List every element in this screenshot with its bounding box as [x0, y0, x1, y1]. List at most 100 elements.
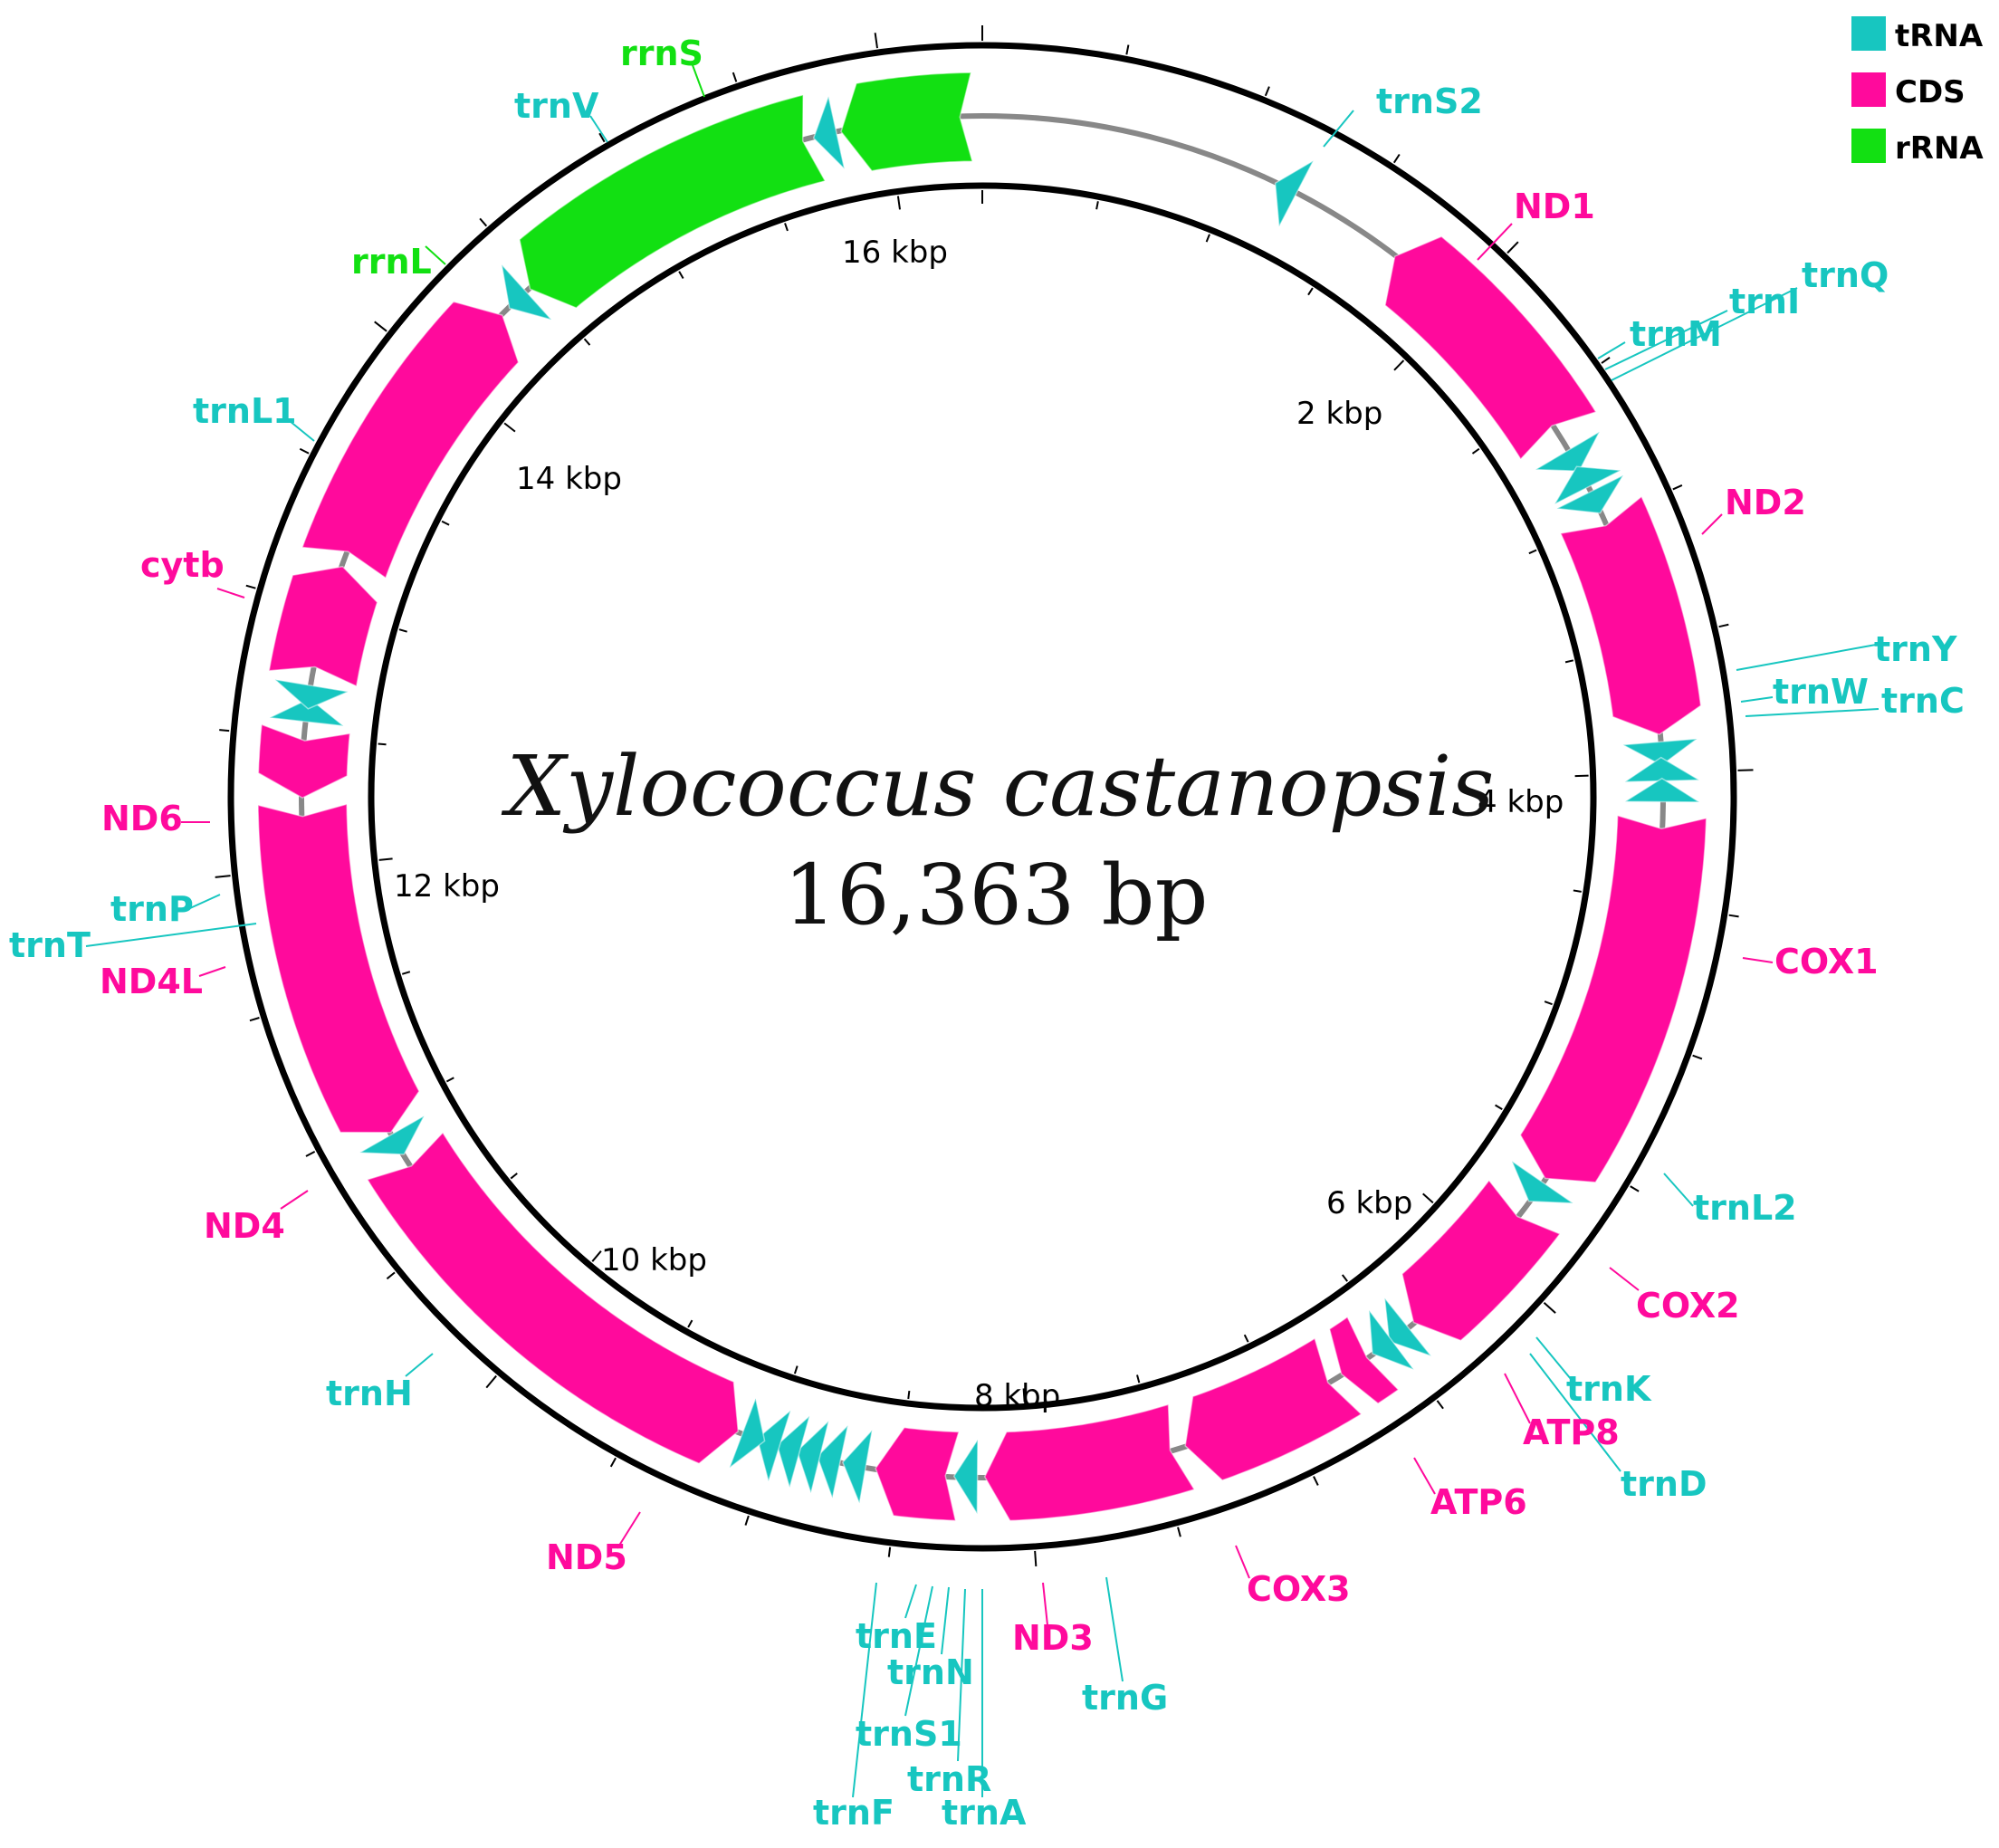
- outer-tick: [1728, 914, 1739, 918]
- inner-tick: [1544, 1001, 1553, 1006]
- label-trnS1: trnS1: [856, 1714, 962, 1754]
- outer-tick: [245, 584, 256, 589]
- legend-swatch-cds: [1851, 72, 1886, 107]
- feature-ATP8: [1328, 1316, 1400, 1404]
- feature-ATP6: [1184, 1337, 1363, 1481]
- outer-tick: [1506, 241, 1519, 254]
- label-trnL2: trnL2: [1693, 1188, 1797, 1228]
- outer-tick: [1177, 1527, 1181, 1537]
- feature-COX3: [983, 1403, 1196, 1522]
- outer-tick: [219, 729, 230, 732]
- label-trnA: trnA: [942, 1793, 1027, 1833]
- inner-tick: [907, 1390, 911, 1400]
- species-title: Xylococcus castanopsis: [502, 738, 1495, 835]
- label-trnT: trnT: [9, 925, 91, 965]
- label-trnM: trnM: [1630, 314, 1722, 354]
- feature-trnE: [756, 1408, 792, 1484]
- leader-trnR: [957, 1588, 966, 1762]
- leader-trnD: [1529, 1353, 1621, 1472]
- outer-tick: [887, 1546, 892, 1557]
- inner-tick: [1307, 287, 1314, 296]
- kbp-label-2: 2 kbp: [1296, 396, 1382, 432]
- inner-tick: [1528, 549, 1537, 555]
- inner-tick: [678, 271, 684, 279]
- feature-trnK: [1383, 1296, 1433, 1358]
- inner-tick: [1574, 774, 1589, 778]
- outer-tick: [249, 1017, 260, 1022]
- inner-tick: [1205, 234, 1210, 243]
- label-ND4: ND4: [204, 1206, 285, 1246]
- feature-trnN: [796, 1419, 830, 1496]
- label-trnW: trnW: [1773, 672, 1869, 712]
- label-trnP: trnP: [110, 889, 194, 929]
- genome-length: 16,363 bp: [784, 847, 1209, 943]
- feature-COX2: [1401, 1179, 1562, 1342]
- feature-trnQ: [1533, 429, 1602, 473]
- feature-ND2: [1559, 495, 1702, 736]
- label-COX2: COX2: [1636, 1286, 1740, 1326]
- inner-tick: [1136, 1374, 1141, 1384]
- label-trnC: trnC: [1881, 681, 1965, 721]
- leader-trnT: [85, 923, 257, 947]
- leader-trnY: [1736, 644, 1877, 671]
- label-trnE: trnE: [856, 1616, 937, 1656]
- feature-ND1: [1384, 235, 1597, 461]
- leader-trnL1: [289, 420, 315, 442]
- outer-tick: [485, 1374, 497, 1389]
- outer-tick: [374, 321, 387, 332]
- leader-ND4: [280, 1190, 309, 1210]
- kbp-label-10: 10 kbp: [601, 1242, 707, 1278]
- inner-tick: [1095, 201, 1099, 210]
- legend-label-cds: CDS: [1895, 74, 1966, 110]
- label-COX1: COX1: [1774, 942, 1879, 981]
- label-ND5: ND5: [546, 1537, 627, 1577]
- kbp-label-12: 12 kbp: [394, 868, 500, 905]
- inner-tick: [445, 1077, 454, 1083]
- outer-tick: [609, 1457, 617, 1468]
- leader-ATP8: [1504, 1373, 1531, 1424]
- feature-trnL2: [1510, 1159, 1576, 1204]
- feature-ND4: [257, 803, 420, 1134]
- inner-tick: [441, 520, 450, 526]
- label-ND4L: ND4L: [100, 962, 203, 1001]
- leader-trnM: [1597, 341, 1626, 359]
- leader-ATP6: [1413, 1457, 1436, 1495]
- feature-trnP: [273, 678, 351, 710]
- feature-trnG: [952, 1437, 979, 1517]
- kbp-label-14: 14 kbp: [516, 461, 622, 497]
- leader-trnS2: [1323, 110, 1354, 148]
- leader-rrnS: [692, 64, 705, 98]
- inner-tick: [583, 338, 591, 346]
- leader-COX1: [1742, 957, 1774, 963]
- label-rrnL: rrnL: [351, 242, 432, 282]
- leader-ND4L: [198, 966, 226, 977]
- outer-tick: [1672, 484, 1683, 491]
- inner-tick: [503, 422, 516, 433]
- label-trnS2: trnS2: [1376, 81, 1483, 121]
- label-trnY: trnY: [1874, 629, 1957, 669]
- leader-rrnL: [425, 245, 446, 265]
- feature-rrnL: [519, 93, 827, 309]
- leader-trnP: [189, 894, 221, 909]
- outer-tick: [1630, 1185, 1640, 1192]
- leader-ND1: [1477, 223, 1513, 261]
- outer-tick: [874, 33, 878, 49]
- legend-swatch-rrna: [1851, 129, 1886, 163]
- inner-tick: [1243, 1334, 1249, 1343]
- label-trnH: trnH: [326, 1374, 413, 1413]
- feature-COX1: [1519, 814, 1707, 1183]
- outer-tick: [732, 72, 738, 82]
- feature-ND5: [366, 1131, 740, 1465]
- leader-trnH: [405, 1353, 434, 1377]
- inner-tick: [896, 196, 901, 210]
- inner-tick: [1422, 1192, 1434, 1204]
- feature-trnM: [1554, 474, 1625, 514]
- outer-tick: [598, 132, 606, 143]
- outer-tick: [1543, 1302, 1556, 1314]
- label-COX3: COX3: [1247, 1569, 1351, 1609]
- feature-ND4L: [257, 723, 351, 800]
- label-trnD: trnD: [1621, 1464, 1707, 1504]
- label-ATP6: ATP6: [1430, 1482, 1527, 1522]
- feature-trnS1: [776, 1413, 811, 1490]
